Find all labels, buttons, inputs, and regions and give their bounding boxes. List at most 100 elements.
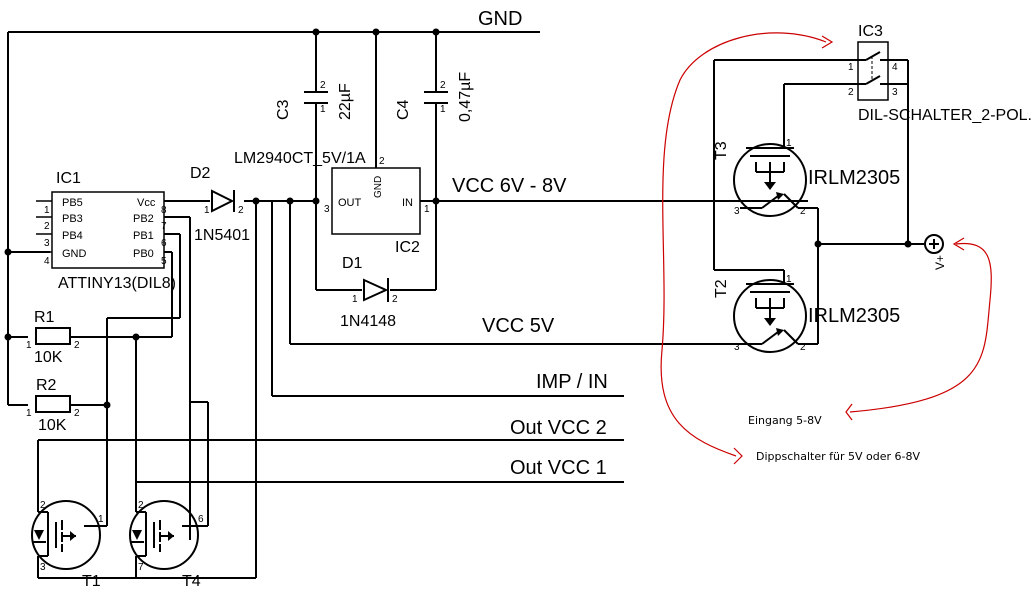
ic1-num-1: 1 xyxy=(44,205,50,216)
ic1-num-7: 7 xyxy=(161,221,167,232)
ic1-attiny13: IC1 ATTINY13(DIL8) PB5 PB3 PB4 GND Vcc P… xyxy=(36,170,176,292)
ic3-pin-4: 4 xyxy=(892,62,898,73)
r2-value: 10K xyxy=(38,417,67,434)
r2-resistor: R2 10K 1 2 xyxy=(26,377,111,434)
ic2-pin-gnd-label: GND xyxy=(373,176,384,198)
t2-transistor: T2 IRLM2305 1 3 2 xyxy=(713,270,900,353)
ic1-num-5: 5 xyxy=(161,256,167,267)
out-vcc2-label: Out VCC 2 xyxy=(510,417,607,439)
c3-pin-top: 2 xyxy=(320,80,326,91)
ic1-pin-pb4: PB4 xyxy=(62,230,83,242)
t1-pin-1: 1 xyxy=(98,514,104,525)
ic2-regulator: LM2940CT_5V/1A IC2 OUT IN GND 3 2 1 xyxy=(234,150,430,256)
ic1-num-4: 4 xyxy=(44,256,50,267)
ic3-pin-2: 2 xyxy=(848,87,854,98)
c4-ref: C4 xyxy=(395,99,412,120)
t1-transistor: T1 2 1 3 xyxy=(31,440,256,590)
r1-pin-a: 1 xyxy=(26,340,32,351)
t4-pin-7: 7 xyxy=(138,562,144,573)
t3-ref: T3 xyxy=(713,141,730,160)
ic3-pin-1: 1 xyxy=(848,62,854,73)
ic1-num-6: 6 xyxy=(161,238,167,249)
d2-pin-a: 1 xyxy=(204,205,210,216)
c3-pin-bot: 1 xyxy=(320,104,326,115)
signal-lines: IMP / IN Out VCC 2 Out VCC 1 xyxy=(38,201,624,578)
vcc-6-8-label: VCC 6V - 8V xyxy=(452,175,567,197)
red-annotations: Eingang 5-8V Dippschalter für 5V oder 6-… xyxy=(660,32,992,465)
ic2-value: LM2940CT_5V/1A xyxy=(234,150,366,167)
t4-ref: T4 xyxy=(182,573,201,590)
gnd-label: GND xyxy=(478,8,522,30)
dipp-note: Dippschalter für 5V oder 6-8V xyxy=(756,450,920,463)
ic2-pin-out-label: OUT xyxy=(338,197,362,209)
t4-pin-6: 6 xyxy=(198,514,204,525)
t2-ref: T2 xyxy=(713,279,730,298)
r1-resistor: R1 10K 1 2 xyxy=(26,270,173,482)
r2-pin-a: 1 xyxy=(26,408,32,419)
d1-ref: D1 xyxy=(342,255,363,272)
ic1-value: ATTINY13(DIL8) xyxy=(58,275,176,292)
vcc-5-label: VCC 5V xyxy=(482,315,555,337)
ic1-num-2: 2 xyxy=(44,221,50,232)
d1-diode: D1 1N4148 1 2 xyxy=(315,201,436,330)
vplus-node: V+ xyxy=(814,59,947,270)
d2-ref: D2 xyxy=(190,165,211,182)
t1-pin-2: 2 xyxy=(40,500,46,511)
t1-ref: T1 xyxy=(82,573,101,590)
t2-value: IRLM2305 xyxy=(808,305,900,327)
t2-pin-2: 2 xyxy=(800,342,806,353)
vplus-label: V+ xyxy=(933,255,947,270)
vcc-5-net: VCC 5V xyxy=(289,201,735,345)
c4-pin-bot: 1 xyxy=(440,104,446,115)
c3-ref: C3 xyxy=(275,99,292,120)
t4-transistor: T4 2 6 7 xyxy=(129,402,209,590)
ic1-ref: IC1 xyxy=(56,170,81,187)
vcc-6-8-net: VCC 6V - 8V xyxy=(420,175,808,290)
d2-diode: D2 1N5401 1 2 xyxy=(190,165,250,244)
ic1-num-3: 3 xyxy=(44,238,50,249)
ic3-ref: IC3 xyxy=(858,23,883,40)
d2-value: 1N5401 xyxy=(194,227,250,244)
c3-capacitor: C3 22µF 2 1 xyxy=(275,80,354,205)
r1-value: 10K xyxy=(34,349,63,366)
t3-transistor: T3 IRLM2305 1 3 2 xyxy=(713,59,900,344)
ic2-num-gnd: 2 xyxy=(379,156,385,167)
ic1-pin-pb2: PB2 xyxy=(133,213,154,225)
ic1-pin-pb1: PB1 xyxy=(133,230,154,242)
ic3-dip-switch: IC3 DIL-SCHALTER_2-POL. 1 2 4 3 xyxy=(848,23,1032,124)
ic2-pin-in-label: IN xyxy=(402,197,413,209)
r2-ref: R2 xyxy=(36,377,57,394)
eingang-note: Eingang 5-8V xyxy=(748,414,822,427)
ic2-ref: IC2 xyxy=(395,239,420,256)
gnd-net: GND xyxy=(4,8,540,406)
t3-pin-1: 1 xyxy=(786,138,792,149)
ic3-pin-3: 3 xyxy=(892,87,898,98)
c4-capacitor: C4 0,47µF 2 1 xyxy=(395,72,474,201)
ic1-pin-pb0: PB0 xyxy=(133,248,154,260)
ic3-value: DIL-SCHALTER_2-POL. xyxy=(858,107,1032,124)
ic2-num-in: 1 xyxy=(424,204,430,215)
ic1-pin-pb5: PB5 xyxy=(62,197,83,209)
r1-ref: R1 xyxy=(34,309,55,326)
c3-value: 22µF xyxy=(337,83,354,120)
ic2-num-out: 3 xyxy=(324,204,330,215)
t3-value: IRLM2305 xyxy=(808,167,900,189)
d1-pin-k: 2 xyxy=(392,294,398,305)
r1-pin-b: 2 xyxy=(74,340,80,351)
c4-pin-top: 2 xyxy=(440,80,446,91)
t2-pin-3: 3 xyxy=(734,342,740,353)
out-vcc1-label: Out VCC 1 xyxy=(510,457,607,479)
imp-in-label: IMP / IN xyxy=(536,371,608,393)
d1-pin-a: 1 xyxy=(352,294,358,305)
t2-pin-1: 1 xyxy=(786,274,792,285)
t4-pin-2: 2 xyxy=(138,500,144,511)
ic1-pin-vcc: Vcc xyxy=(137,197,156,209)
c4-value: 0,47µF xyxy=(457,72,474,122)
r2-pin-b: 2 xyxy=(74,408,80,419)
t1-pin-3: 3 xyxy=(40,562,46,573)
d2-pin-k: 2 xyxy=(238,205,244,216)
ic1-pin-gnd: GND xyxy=(62,248,87,260)
t3-pin-3: 3 xyxy=(734,206,740,217)
d1-value: 1N4148 xyxy=(340,313,396,330)
